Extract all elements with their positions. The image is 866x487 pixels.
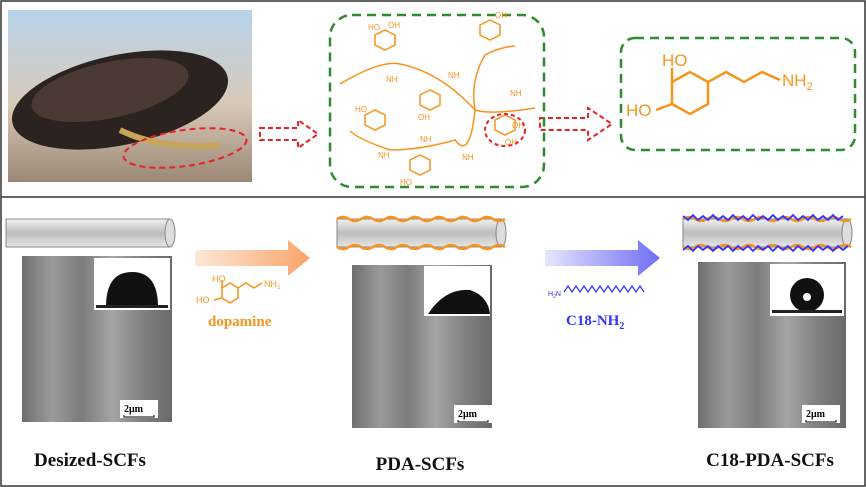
fiber-desized xyxy=(5,218,176,248)
scale-bar: 2μm xyxy=(120,400,158,418)
svg-text:H2N: H2N xyxy=(548,291,561,300)
svg-text:NH: NH xyxy=(462,153,474,162)
svg-text:NH2: NH2 xyxy=(782,71,813,93)
dopamine-structure: HO HO NH2 xyxy=(619,36,857,152)
svg-text:HO: HO xyxy=(662,51,688,70)
svg-text:HO: HO xyxy=(212,274,226,284)
scale-bar: 2μm xyxy=(454,405,492,423)
catechol-highlight xyxy=(484,113,526,147)
reagent-c18-nh2: H2N C18-NH2 xyxy=(548,284,645,332)
sem-desized: 2μm xyxy=(22,256,172,422)
sem-c18-pda: 2μm xyxy=(698,262,846,428)
svg-text:HO: HO xyxy=(355,105,367,114)
scale-bar: 2μm xyxy=(802,405,840,423)
c18-arrow xyxy=(545,240,660,276)
svg-text:OH: OH xyxy=(495,11,507,20)
svg-text:HO: HO xyxy=(368,23,380,32)
polydopamine-network: HO OH NH NH NH OH HO NH NH NH HO OH OH O… xyxy=(328,11,546,189)
svg-text:2μm: 2μm xyxy=(806,409,826,420)
label-pda-scfs: PDA-SCFs xyxy=(376,454,465,475)
svg-text:NH: NH xyxy=(378,151,390,160)
arrow-photo-to-network xyxy=(259,118,320,150)
svg-text:HO: HO xyxy=(196,295,210,305)
svg-text:OH: OH xyxy=(418,113,430,122)
byssus-highlight xyxy=(122,127,248,169)
reagent-dopamine-label: dopamine xyxy=(208,314,272,330)
svg-text:NH: NH xyxy=(420,135,432,144)
sem-pda: 2μm xyxy=(352,265,492,428)
svg-text:OH: OH xyxy=(512,121,524,130)
label-desized-scfs: Desized-SCFs xyxy=(34,450,146,471)
svg-text:NH: NH xyxy=(386,75,398,84)
arrow-network-to-dopamine xyxy=(539,106,614,142)
svg-text:OH: OH xyxy=(505,138,517,147)
fiber-pda xyxy=(336,215,507,251)
fiber-c18-pda xyxy=(682,213,853,253)
svg-text:HO: HO xyxy=(400,178,412,187)
label-c18-pda-scfs: C18-PDA-SCFs xyxy=(706,450,834,471)
svg-text:C18-NH2: C18-NH2 xyxy=(566,313,624,332)
svg-text:HO: HO xyxy=(626,101,652,120)
reagent-dopamine: HO HO NH2 dopamine xyxy=(196,274,281,330)
dopamine-arrow xyxy=(195,240,310,276)
svg-text:OH: OH xyxy=(388,21,400,30)
svg-text:2μm: 2μm xyxy=(458,409,478,420)
svg-text:NH: NH xyxy=(510,89,522,98)
svg-text:2μm: 2μm xyxy=(124,404,144,415)
svg-text:NH: NH xyxy=(448,71,460,80)
svg-text:NH2: NH2 xyxy=(264,279,281,291)
mussel-photo xyxy=(8,10,252,182)
